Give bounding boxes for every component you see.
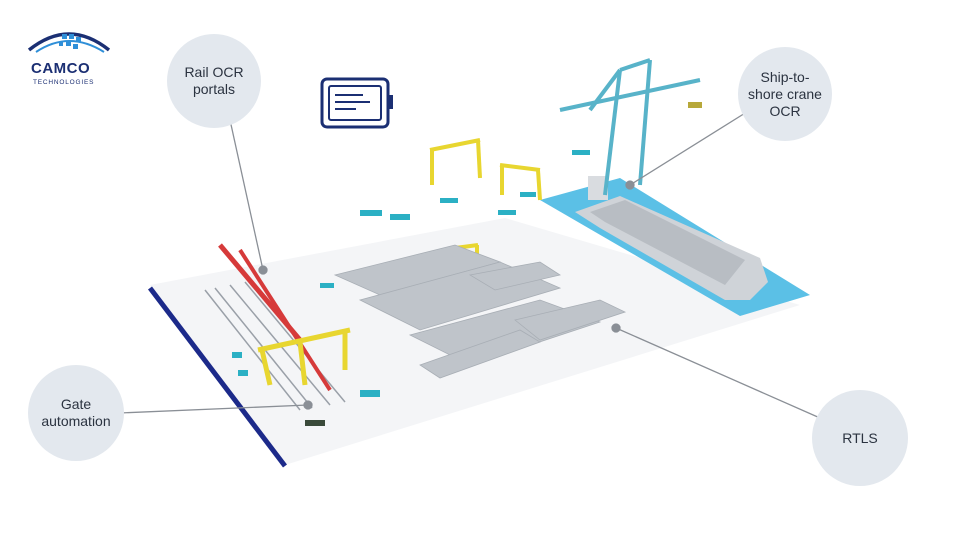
callout-sts-label: Ship-to-shore crane OCR <box>748 68 822 119</box>
rail-train-2 <box>238 248 332 392</box>
callout-lines <box>119 109 821 419</box>
callout-sts-crane-ocr: Ship-to-shore crane OCR <box>738 47 832 141</box>
callout-rail-label: Rail OCR portals <box>184 64 244 97</box>
container-stacks <box>333 244 627 379</box>
ship-deck <box>590 200 745 285</box>
callout-gate-label: Gate automation <box>41 396 111 429</box>
logo-subtitle: TECHNOLOGIES <box>33 79 95 86</box>
rail-gantry-crane <box>257 327 351 386</box>
camco-logo <box>27 32 111 53</box>
vehicles <box>232 150 590 397</box>
terminal-boundary <box>148 286 287 468</box>
ship-bridge <box>588 176 608 200</box>
logo-title: CAMCO <box>31 60 91 77</box>
callout-rtls-label: RTLS <box>842 429 878 446</box>
callout-gate-automation: Gate automation <box>28 365 124 461</box>
sts-crane-spreader <box>688 102 702 108</box>
logo-squares <box>59 34 81 49</box>
callout-rtls: RTLS <box>812 390 908 486</box>
tablet-icon <box>320 77 393 129</box>
callout-rail-ocr-portals: Rail OCR portals <box>167 34 261 128</box>
sts-crane <box>559 58 701 196</box>
gate-booth <box>305 420 325 426</box>
